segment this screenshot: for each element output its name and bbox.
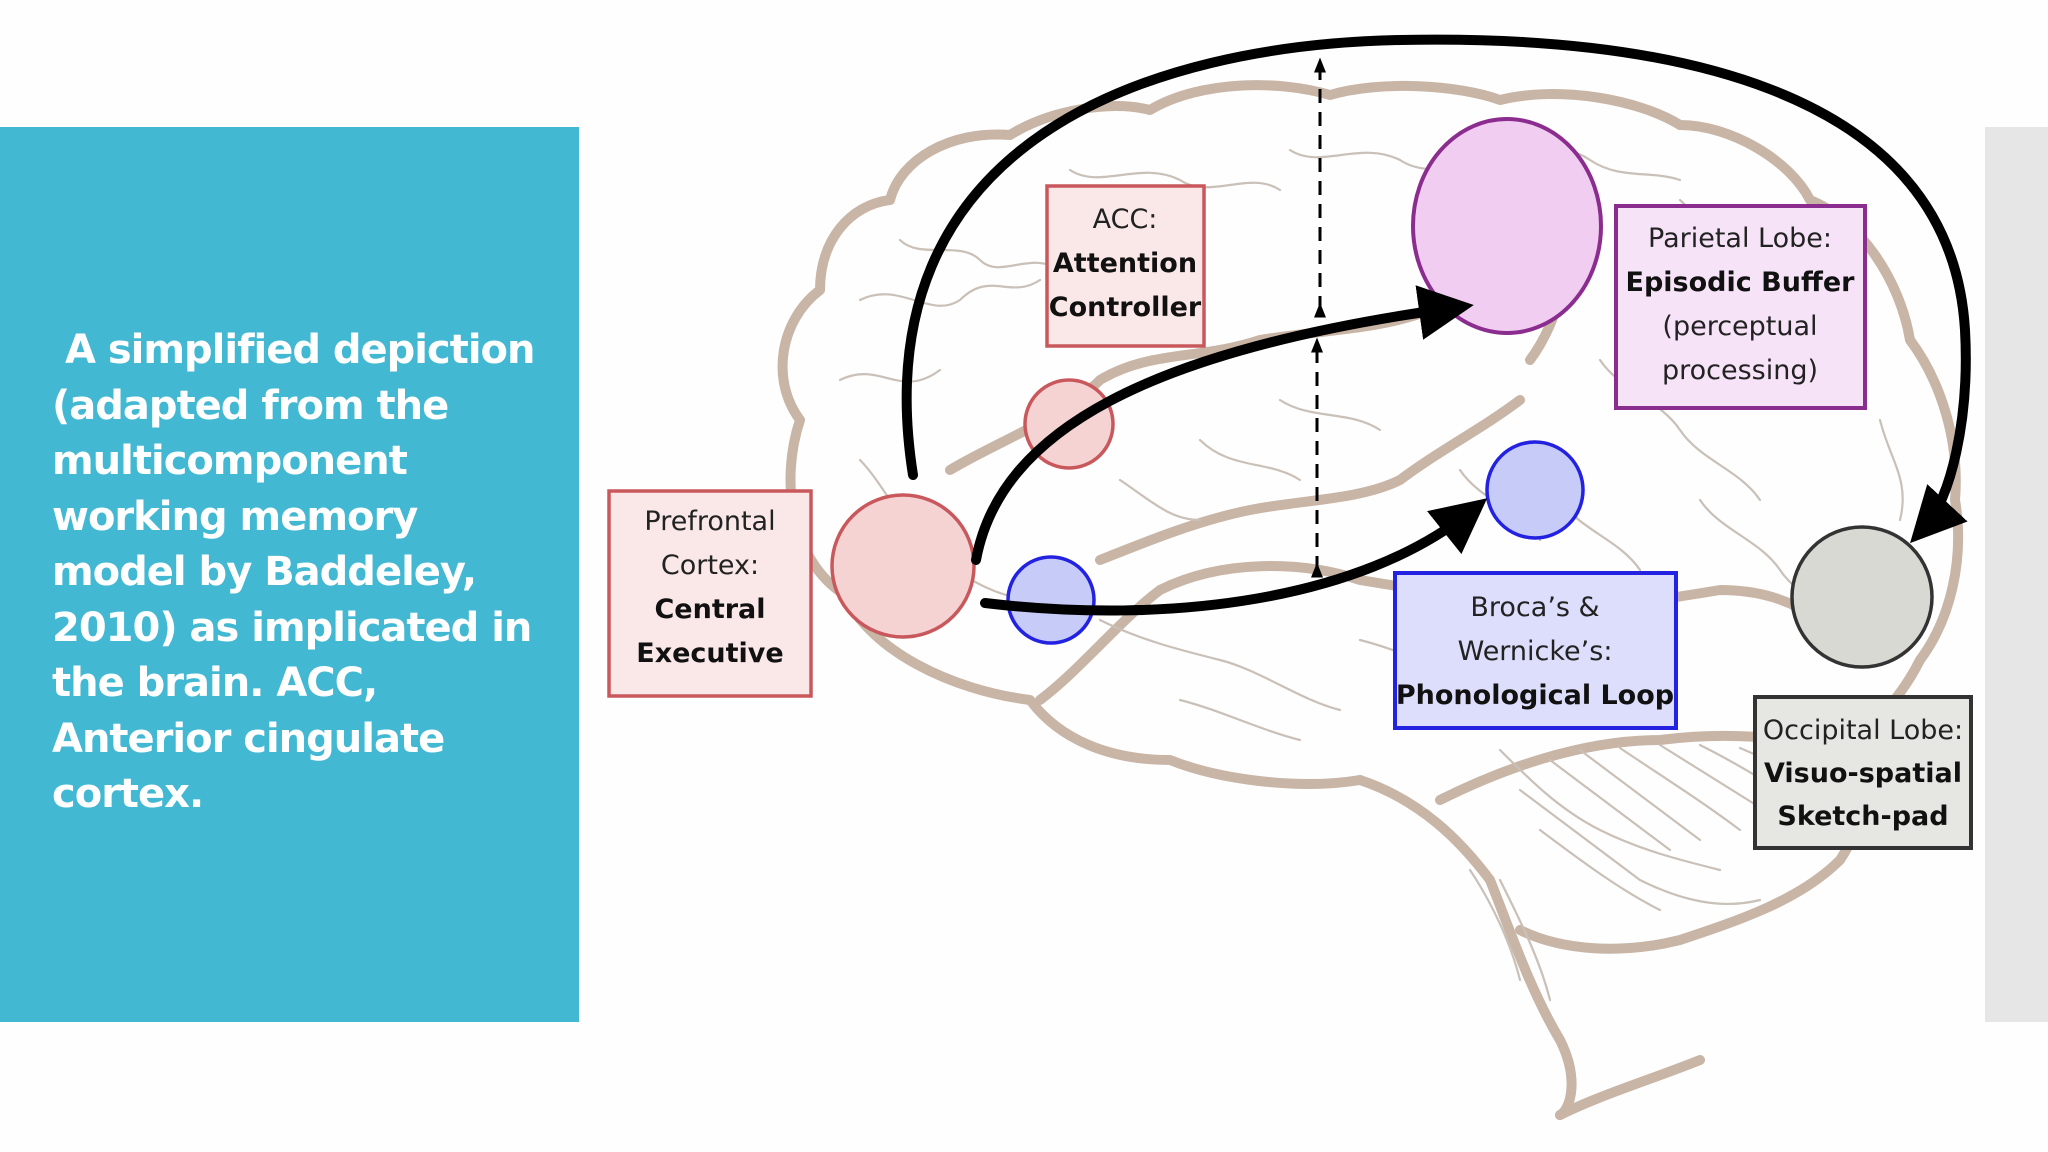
- acc-line3: Controller: [1049, 292, 1202, 323]
- parietal-circle: [1411, 117, 1603, 335]
- occipital-circle: [1790, 525, 1934, 669]
- flow-arrows: [901, 34, 1971, 616]
- parietal-line3: (perceptual: [1662, 311, 1817, 342]
- broca-label-box: Broca’s & Wernicke’s: Phonological Loop: [1393, 571, 1678, 730]
- prefrontal-circle: [830, 493, 976, 639]
- arrow-to-broca: [980, 498, 1488, 616]
- dashed-arrows: [1311, 57, 1326, 578]
- arrow-to-occipital: [901, 34, 1971, 544]
- occipital-line3: Sketch-pad: [1777, 801, 1948, 832]
- frontal-blue-circle: [1006, 555, 1096, 645]
- broca-line2: Wernicke’s:: [1458, 636, 1613, 667]
- broca-circle: [1485, 440, 1585, 540]
- acc-line2: Attention: [1053, 248, 1197, 279]
- occipital-line2: Visuo-spatial: [1764, 758, 1962, 789]
- prefrontal-line1: Prefrontal: [644, 506, 775, 537]
- acc-label-box: ACC: Attention Controller: [1045, 184, 1206, 348]
- occipital-label-box: Occipital Lobe: Visuo-spatial Sketch-pad: [1753, 695, 1973, 850]
- occipital-line1: Occipital Lobe:: [1763, 715, 1963, 746]
- prefrontal-label-box: Prefrontal Cortex: Central Executive: [607, 489, 813, 698]
- arrow-to-parietal: [971, 285, 1474, 565]
- broca-line3: Phonological Loop: [1396, 680, 1674, 711]
- broca-line1: Broca’s &: [1470, 592, 1599, 623]
- parietal-line4: processing): [1662, 355, 1818, 386]
- parietal-line1: Parietal Lobe:: [1648, 223, 1832, 254]
- prefrontal-line2: Cortex:: [661, 550, 759, 581]
- right-edge-strip: [1985, 127, 2048, 1022]
- acc-line1: ACC:: [1093, 204, 1158, 235]
- caption-text: A simplified depiction (adapted from the…: [52, 327, 548, 817]
- caption-panel: [0, 127, 579, 1022]
- prefrontal-line3: Central: [654, 594, 765, 625]
- parietal-line2: Episodic Buffer: [1626, 267, 1856, 298]
- prefrontal-line4: Executive: [636, 638, 783, 669]
- parietal-label-box: Parietal Lobe: Episodic Buffer (perceptu…: [1614, 204, 1867, 410]
